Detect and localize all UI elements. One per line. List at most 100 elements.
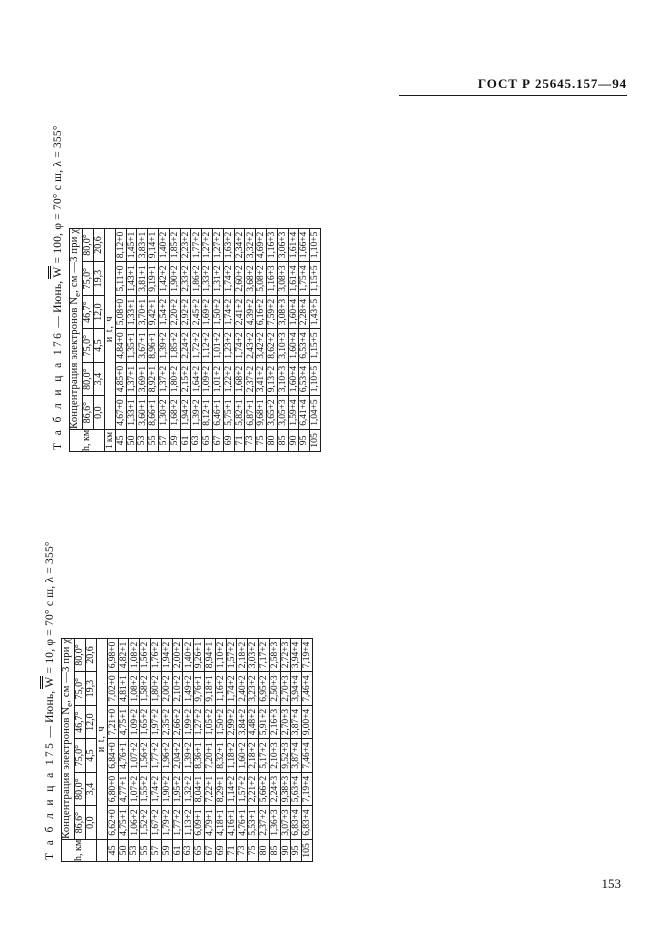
table-175-hour-1: 3,4 [85, 772, 97, 806]
electron-density-cell: 4,69+2 [255, 228, 267, 262]
altitude-cell: 50 [118, 839, 129, 862]
table-175-hour-4: 19,3 [85, 671, 97, 706]
table-175-hour-2: 4,5 [85, 738, 97, 773]
electron-density-cell: 6,09+1 [193, 805, 205, 840]
electron-density-cell: 3,10+3 [277, 362, 289, 396]
electron-density-cell: 1,74+2 [226, 671, 237, 706]
table-176: h, км Концентрация электронов Ne, см —3 … [69, 227, 321, 452]
electron-density-cell: 1,50+2 [215, 705, 227, 739]
electron-density-cell: 3,68+2 [245, 261, 256, 296]
electron-density-cell: 3,06+3 [277, 228, 289, 262]
electron-density-cell: 8,66+1 [147, 395, 159, 430]
table-176-angle-3: 46,7° [82, 295, 94, 329]
electron-density-cell: 1,08+2 [129, 638, 140, 672]
electron-density-cell: 1,37+1 [126, 362, 137, 396]
electron-density-cell: 1,40+2 [158, 228, 170, 262]
electron-density-cell: 1,07+2 [129, 738, 140, 773]
electron-density-cell: 1,94+2 [161, 638, 173, 672]
electron-density-cell: 3,87+4 [290, 705, 302, 739]
electron-density-cell: 5,53+1 [247, 805, 259, 840]
electron-density-cell: 5,11+0 [115, 261, 127, 296]
electron-density-cell: 1,67+2 [150, 805, 162, 840]
altitude-cell: 105 [301, 839, 313, 862]
electron-density-cell: 3,07+3 [280, 805, 291, 840]
electron-density-cell: 3,84+2 [237, 705, 248, 739]
electron-density-cell: 6,80+0 [107, 772, 119, 806]
table-175-angle-1: 80,0° [74, 772, 86, 806]
table-175-head: h, км Концентрация электронов Ne, см —3 … [61, 638, 108, 862]
table-175-title-dash: — [44, 725, 56, 738]
table-176-hour-0: 0,0 [93, 395, 105, 430]
electron-density-cell: 4,85+0 [115, 362, 127, 396]
electron-density-cell: 1,16+3 [266, 261, 278, 296]
electron-density-cell: 8,92+1 [147, 362, 159, 396]
electron-density-cell: 3,87+4 [290, 738, 302, 773]
electron-density-cell: 8,32+1 [215, 738, 227, 773]
electron-density-cell: 7,19+4 [301, 772, 313, 806]
electron-density-cell: 1,22+2 [223, 362, 235, 396]
electron-density-cell: 1,55+2 [139, 772, 151, 806]
table-175: h, км Концентрация электронов Ne, см —3 … [61, 637, 313, 862]
table-176-title: Т а б л и ц а 176 — Июнь, W = 100, φ = 7… [52, 125, 64, 450]
electron-density-cell: 6,95+2 [258, 671, 270, 706]
electron-density-cell: 2,24+2 [180, 328, 191, 363]
table-176-title-w-value: = 100, [52, 232, 64, 264]
electron-density-cell: 5,91+2 [258, 705, 270, 739]
electron-density-cell: 8,94+1 [204, 638, 216, 672]
electron-density-cell: 3,65+2 [266, 395, 278, 430]
electron-density-cell: 1,94+2 [180, 395, 191, 430]
electron-density-cell: 9,00+4 [301, 705, 313, 739]
electron-density-cell: 1,27+2 [193, 705, 205, 739]
table-175-angle-0: 86,6° [74, 805, 86, 840]
electron-density-cell: 2,72+3 [280, 638, 291, 672]
table-176-header-row-1: h, км Концентрация электронов Ne, см —3 … [69, 228, 105, 452]
altitude-cell: 59 [169, 429, 181, 452]
electron-density-cell: 6,46+1 [212, 395, 224, 430]
electron-density-cell: 6,41+4 [298, 395, 310, 430]
electron-density-cell: 1,50+2 [212, 295, 224, 329]
electron-density-cell: 9,76+1 [193, 671, 205, 706]
table-176-title-phi: φ = 70° с ш, [52, 169, 64, 230]
electron-density-cell: 7,22+1 [204, 772, 216, 806]
table-176-container: Т а б л и ц а 176 — Июнь, W = 100, φ = 7… [52, 125, 321, 452]
electron-density-cell: 2,28+4 [298, 295, 310, 329]
table-175-header-row-2: 86,6° 80,0° 75,0° 46,7° 75,0° 80,0° [74, 638, 86, 861]
electron-density-cell: 1,60+2 [237, 738, 248, 773]
table-176-angle-2: 75,0° [82, 328, 94, 363]
table-176-title-w-symbol: W [52, 266, 64, 278]
electron-density-cell: 1,04+5 [309, 395, 321, 430]
electron-density-cell: 1,65+2 [139, 705, 151, 739]
electron-density-cell: 1,77+2 [172, 805, 183, 840]
electron-density-cell: 1,56+2 [139, 738, 151, 773]
table-176-hour-2: 4,5 [93, 328, 105, 363]
electron-density-cell: 2,20+2 [169, 295, 181, 329]
electron-density-cell: 1,86+2 [191, 261, 202, 296]
altitude-cell: 61 [172, 839, 183, 862]
electron-density-cell: 4,79+1 [204, 805, 216, 840]
table-175-t-label: и t, ч [96, 638, 108, 840]
electron-density-cell: 9,14+1 [147, 228, 159, 262]
electron-density-cell: 5,08+2 [255, 261, 267, 296]
electron-density-cell: 2,18+2 [247, 738, 259, 773]
electron-density-cell: 1,74+2 [223, 261, 235, 296]
electron-density-cell: 1,57+2 [226, 638, 237, 672]
electron-density-cell: 1,06+2 [129, 805, 140, 840]
electron-density-cell: 1,56+2 [139, 638, 151, 672]
electron-density-cell: 3,83+1 [137, 228, 148, 262]
electron-density-cell: 1,36+3 [269, 805, 281, 840]
electron-density-cell: 2,92+2 [180, 295, 191, 329]
table-175-span-header: Концентрация электронов Ne, см —3 при χ [61, 638, 75, 840]
